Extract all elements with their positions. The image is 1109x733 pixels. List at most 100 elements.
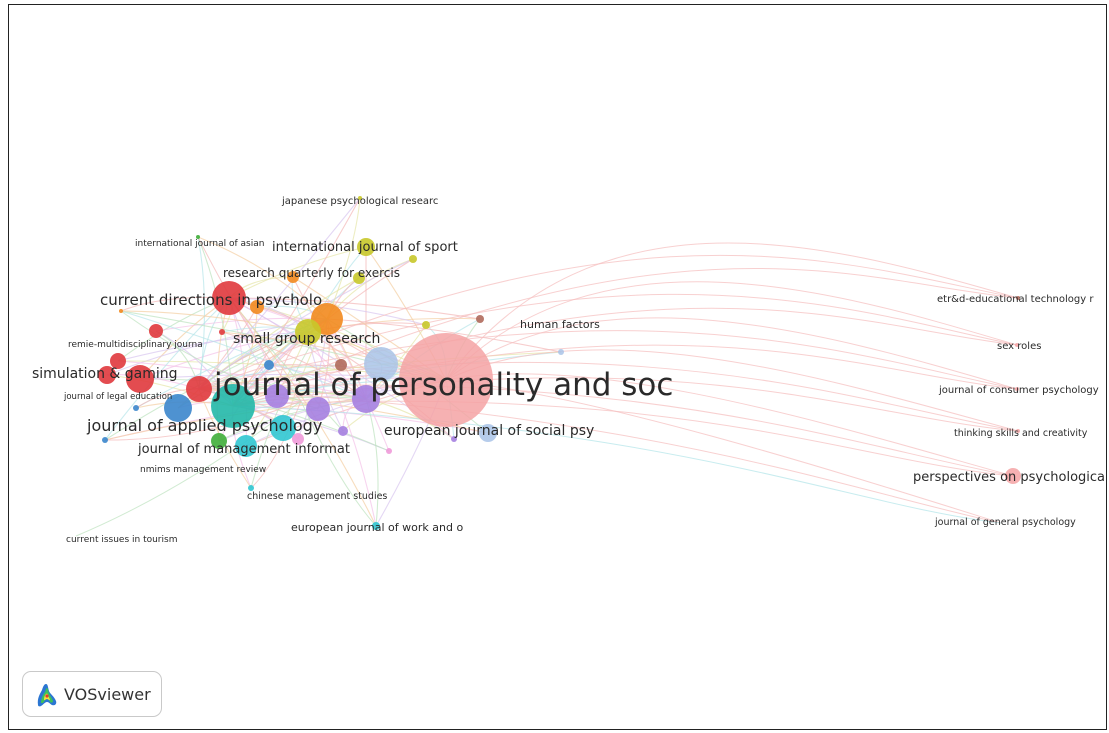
link-121 — [197, 236, 206, 390]
link-152 — [445, 349, 1019, 432]
label-nmims[interactable]: nmims management review — [140, 465, 266, 475]
label-perspectives[interactable]: perspectives on psychological — [913, 470, 1107, 485]
node-purple-4 — [338, 426, 348, 436]
link-147 — [198, 293, 1018, 390]
link-149 — [445, 317, 1018, 390]
network-labels: journal of personality and soc current d… — [32, 196, 1107, 545]
label-jpsp[interactable]: journal of personality and soc — [213, 367, 673, 403]
node-cyan-2 — [235, 435, 257, 457]
link-120 — [197, 236, 328, 320]
node-brown-1 — [335, 359, 347, 371]
node-red-2 — [186, 376, 212, 402]
link-134 — [326, 318, 562, 353]
node-research-quarterly — [287, 271, 299, 283]
label-sex-roles[interactable]: sex roles — [997, 341, 1041, 352]
link-142 — [198, 197, 361, 390]
node-blue-main — [164, 394, 192, 422]
node-simulation-gaming — [126, 365, 154, 393]
node-red-6 — [219, 329, 225, 335]
label-thinking[interactable]: thinking skills and creativity — [954, 428, 1088, 439]
node-yellow-2 — [353, 272, 365, 284]
link-118 — [104, 297, 230, 441]
node-yellow-4 — [409, 255, 417, 263]
node-pink-2 — [386, 448, 392, 454]
node-japanese — [358, 196, 362, 200]
node-orange-3 — [119, 309, 123, 313]
label-consumer[interactable]: journal of consumer psychology — [938, 385, 1099, 396]
node-purple-main — [352, 385, 380, 413]
label-japanese[interactable]: japanese psychological researc — [281, 196, 438, 207]
label-remie[interactable]: remie-multidisciplinary journa — [68, 340, 203, 350]
node-blue-3 — [102, 437, 108, 443]
node-red-5 — [149, 324, 163, 338]
label-simulation-gaming[interactable]: simulation & gaming — [32, 366, 178, 382]
label-general[interactable]: journal of general psychology — [934, 517, 1076, 528]
label-chinese-mgmt[interactable]: chinese management studies — [247, 491, 387, 502]
label-small-group[interactable]: small group research — [233, 331, 380, 347]
network-canvas[interactable]: journal of personality and soc current d… — [8, 4, 1107, 730]
node-thinking — [1016, 429, 1020, 433]
label-current-directions[interactable]: current directions in psycholo — [100, 291, 322, 309]
label-legal-education[interactable]: journal of legal education — [63, 392, 172, 402]
label-tourism[interactable]: current issues in tourism — [66, 535, 177, 545]
vosviewer-logo-icon — [37, 684, 57, 707]
link-155 — [445, 373, 1014, 477]
label-applied-psych[interactable]: journal of applied psychology — [86, 416, 322, 435]
link-158 — [445, 379, 1002, 524]
node-chinese-mgmt — [248, 485, 254, 491]
node-jpsp — [399, 333, 493, 427]
node-human-factors — [476, 315, 484, 323]
node-yellow-3 — [422, 321, 430, 329]
network-map[interactable]: journal of personality and soc current d… — [9, 5, 1107, 730]
network-links — [75, 197, 1019, 537]
node-european-social — [479, 424, 497, 442]
node-green-1 — [211, 433, 227, 449]
link-145 — [232, 267, 1019, 407]
link-93 — [198, 258, 414, 390]
link-156 — [198, 384, 1014, 477]
node-purple-3 — [265, 384, 289, 408]
link-76 — [228, 297, 481, 320]
link-124 — [120, 310, 367, 400]
node-legal-education — [133, 405, 139, 411]
node-european-work — [372, 522, 380, 530]
node-teal-hub — [211, 384, 255, 428]
vosviewer-brand-name: VOSviewer — [64, 684, 151, 704]
node-pink-1 — [292, 433, 304, 445]
node-blue-2 — [264, 360, 274, 370]
link-140 — [232, 197, 361, 407]
link-143 — [445, 242, 1019, 381]
node-purple-5 — [451, 436, 457, 442]
link-160 — [232, 405, 1002, 524]
link-131 — [221, 331, 367, 400]
label-intl-asian[interactable]: international journal of asian — [135, 239, 264, 249]
label-european-social[interactable]: european journal of social psy — [384, 423, 594, 439]
node-sex-roles — [1015, 343, 1019, 347]
node-current-directions — [212, 281, 246, 315]
node-lightblue — [364, 347, 398, 381]
node-purple-2 — [306, 397, 330, 421]
node-intl-sport — [357, 238, 375, 256]
node-lightblue-2 — [558, 349, 564, 355]
link-165 — [197, 236, 302, 402]
node-consumer — [1015, 387, 1019, 391]
node-intl-asian — [196, 235, 200, 239]
vosviewer-logo-badge[interactable]: VOSviewer — [22, 671, 162, 717]
label-management-informat[interactable]: journal of management informat — [137, 442, 350, 457]
node-cyan-main — [270, 415, 296, 441]
label-etrd[interactable]: etr&d-educational technology r — [937, 294, 1094, 305]
node-red-3 — [98, 366, 116, 384]
network-nodes — [98, 196, 1021, 530]
link-109 — [307, 331, 377, 527]
link-141 — [326, 197, 361, 320]
label-intl-sport[interactable]: international journal of sport — [272, 240, 458, 255]
link-161 — [104, 400, 302, 441]
node-red-4 — [110, 353, 126, 369]
link-146 — [445, 281, 1018, 381]
label-human-factors[interactable]: human factors — [520, 318, 600, 331]
node-orange-2 — [250, 300, 264, 314]
link-144 — [198, 254, 1019, 390]
label-european-work[interactable]: european journal of work and o — [291, 521, 463, 534]
node-etrd — [1016, 296, 1020, 300]
label-research-quarterly[interactable]: research quarterly for exercis — [223, 266, 400, 280]
